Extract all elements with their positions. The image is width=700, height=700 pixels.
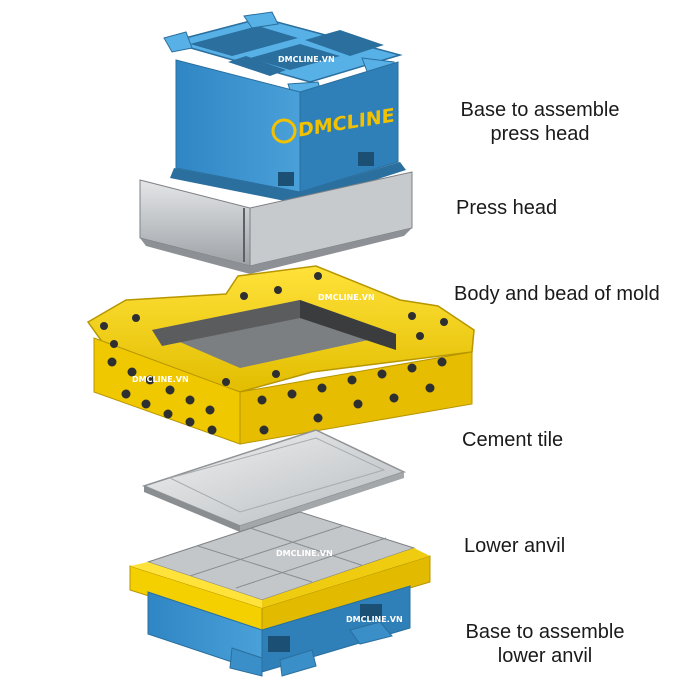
label-body-mold: Body and bead of mold [454, 283, 660, 305]
label-cement-tile: Cement tile [462, 429, 564, 451]
press-head-base [163, 11, 406, 204]
watermark-mold-top: DMCLINE.VN [318, 293, 375, 302]
watermark-anvil: DMCLINE.VN [276, 549, 333, 558]
mold-body [86, 265, 475, 445]
cement-tile [141, 429, 407, 532]
label-base-lower-anvil-line2: lower anvil [497, 645, 593, 667]
watermark-base: DMCLINE.VN [346, 615, 403, 624]
label-base-lower-anvil: Base to assemble lower anvil [440, 620, 650, 668]
lower-anvil-base [147, 585, 411, 677]
logo-emblem-icon [271, 118, 297, 144]
label-base-press-head: Base to assemble press head [430, 98, 650, 146]
label-base-press-head-line1: Base to assemble [460, 99, 620, 121]
press-head [139, 171, 413, 274]
label-lower-anvil: Lower anvil [464, 535, 566, 557]
watermark-mold-side: DMCLINE.VN [132, 375, 189, 384]
watermark-top: DMCLINE.VN [278, 55, 335, 64]
label-base-lower-anvil-line1: Base to assemble [465, 621, 625, 643]
label-base-press-head-line2: press head [490, 123, 590, 145]
lower-anvil [129, 511, 431, 633]
label-press-head: Press head [456, 197, 558, 219]
